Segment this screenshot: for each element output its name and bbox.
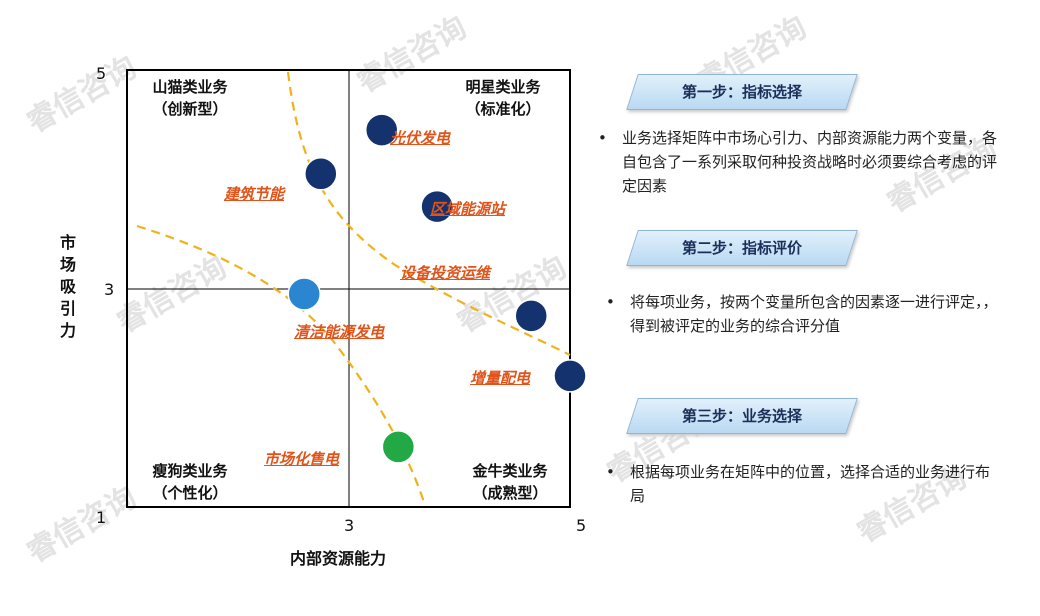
y-axis-char: 引	[59, 299, 76, 318]
origin-tick: 1	[96, 508, 107, 527]
step-1-bullet: • 业务选择矩阵中市场心引力、内部资源能力两个变量，各自包含了一系列采取何种投资…	[598, 126, 1008, 198]
y-axis-char: 场	[59, 255, 76, 274]
business-label-retail: 市场化售电	[264, 450, 340, 468]
step-1-title: 第一步：指标选择	[681, 83, 802, 101]
quadrant-bottom-right-label: 金牛类业务 （成熟型）	[455, 460, 565, 504]
business-label-pv: 光伏发电	[390, 129, 451, 147]
y-tick-3: 3	[104, 280, 115, 299]
quadrant-bottom-left-label: 瘦狗类业务 （个性化）	[135, 460, 245, 504]
x-tick-3: 3	[344, 516, 355, 535]
bullet-dot: •	[598, 129, 607, 147]
y-axis-char: 力	[59, 321, 76, 340]
bullet-dot: •	[606, 293, 615, 311]
bullet-dot: •	[606, 463, 615, 481]
quadrant-title: 瘦狗类业务	[152, 462, 228, 480]
business-bubble	[287, 277, 321, 311]
business-bubble	[514, 299, 548, 333]
step-1-text: 业务选择矩阵中市场心引力、内部资源能力两个变量，各自包含了一系列采取何种投资战略…	[622, 129, 998, 195]
quadrant-top-left-label: 山猫类业务 （创新型）	[135, 76, 245, 120]
step-2-title: 第二步：指标评价	[681, 239, 802, 257]
business-label-equipment: 设备投资运维	[400, 264, 491, 282]
quadrant-title: 山猫类业务	[152, 78, 228, 96]
quadrant-subtitle: （创新型）	[152, 100, 228, 118]
step-2-text: 将每项业务，按两个变量所包含的因素逐一进行评定，，得到被评定的业务的综合评分值	[630, 293, 998, 335]
quadrant-title: 明星类业务	[465, 78, 541, 96]
step-3-bullet: • 根据每项业务在矩阵中的位置，选择合适的业务进行布局	[606, 460, 996, 508]
step-1-banner: 第一步：指标选择	[626, 74, 858, 110]
x-tick-5: 5	[576, 516, 587, 535]
quadrant-subtitle: （标准化）	[465, 100, 541, 118]
business-label-clean-energy: 清洁能源发电	[294, 323, 385, 341]
business-label-energy-station: 区域能源站	[430, 200, 506, 218]
y-axis-char: 吸	[59, 277, 76, 296]
step-3-banner: 第三步：业务选择	[626, 398, 858, 434]
quadrant-title: 金牛类业务	[472, 462, 548, 480]
step-3-text: 根据每项业务在矩阵中的位置，选择合适的业务进行布局	[630, 463, 991, 505]
quadrant-top-right-label: 明星类业务 （标准化）	[448, 76, 558, 120]
step-2-bullet: • 将每项业务，按两个变量所包含的因素逐一进行评定，，得到被评定的业务的综合评分…	[606, 290, 1006, 338]
business-bubble	[364, 113, 399, 147]
quadrant-subtitle: （成熟型）	[472, 484, 548, 502]
step-2-banner: 第二步：指标评价	[626, 230, 858, 266]
x-axis-title: 内部资源能力	[290, 549, 387, 568]
y-axis-char: 市	[59, 233, 76, 252]
y-tick-5: 5	[96, 64, 107, 83]
business-label-distribution: 增量配电	[470, 369, 531, 387]
business-bubble	[420, 189, 454, 224]
business-label-building: 建筑节能	[224, 185, 285, 203]
business-bubble	[381, 430, 416, 464]
quadrant-subtitle: （个性化）	[152, 484, 228, 502]
y-axis-title: 市 场 吸 引 力	[56, 232, 80, 342]
step-3-title: 第三步：业务选择	[681, 407, 802, 425]
business-bubble	[304, 157, 338, 191]
business-bubble	[553, 359, 587, 393]
curve-upper	[286, 71, 571, 356]
